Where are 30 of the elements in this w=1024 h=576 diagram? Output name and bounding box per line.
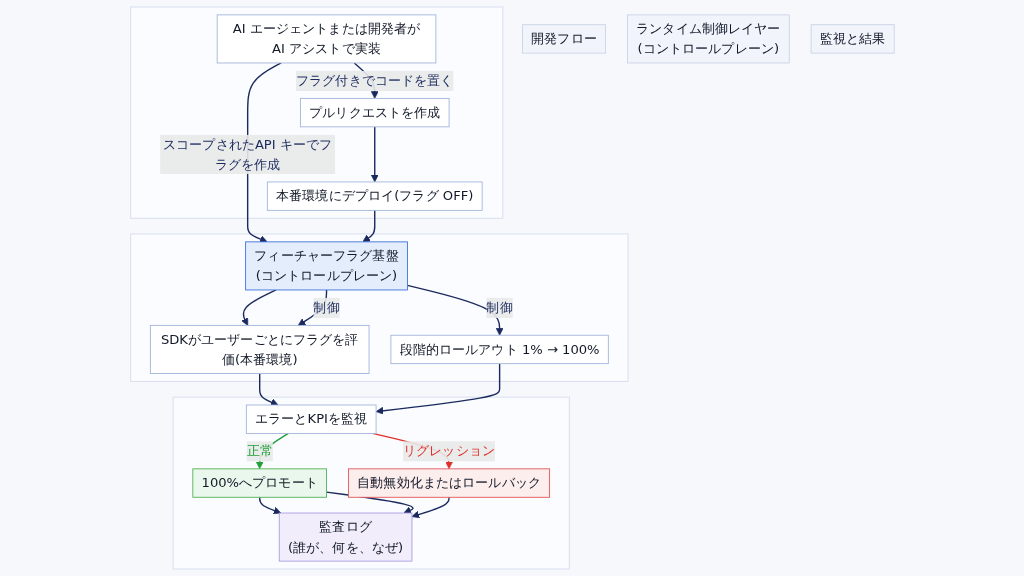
arrow [258, 372, 278, 406]
node-box: 自動無効化またはロールバック [347, 468, 550, 498]
edge-label: 制御 [486, 299, 513, 316]
arrow [370, 126, 379, 183]
edge-label: リグレッション [402, 443, 495, 459]
node-box: 開発フロー [521, 24, 606, 54]
node-box: 監視と結果 [810, 24, 895, 54]
arrow [362, 209, 375, 243]
arrow [258, 496, 281, 515]
node-box: SDKがユーザーごとにフラグを評価(本番環境) [149, 324, 370, 374]
edge-label: フラグ付きでコードを置く [295, 72, 454, 89]
node-box: 監査ログ (誰が、何を、なぜ) [278, 512, 412, 562]
edge-label: スコープされたAPI キーでフラグを作成 [162, 136, 332, 172]
node-box: 本番環境にデプロイ(フラグ OFF) [266, 181, 483, 211]
node-box: 100%へプロモート [191, 468, 327, 498]
node-box: AI エージェントまたは開発者がAI アシストで実装 [216, 14, 436, 64]
cluster [172, 396, 570, 570]
cluster [129, 233, 628, 382]
node-box: ランタイム制御レイヤー (コントロールプレーン) [626, 14, 790, 64]
node-box: フィーチャーフラグ基盤 (コントロールプレーン) [244, 241, 408, 291]
arrow [406, 284, 503, 336]
edge-label: 正常 [246, 443, 273, 459]
cluster [129, 6, 503, 219]
node-box: 段階的ロールアウト 1% → 100% [390, 334, 609, 365]
arrow [375, 362, 500, 415]
arrow [411, 496, 450, 519]
node-box: エラーとKPIを監視 [245, 404, 377, 434]
edge-label: 制御 [312, 299, 340, 316]
node-box: プルリクエストを作成 [299, 97, 450, 128]
arrow [240, 289, 277, 326]
